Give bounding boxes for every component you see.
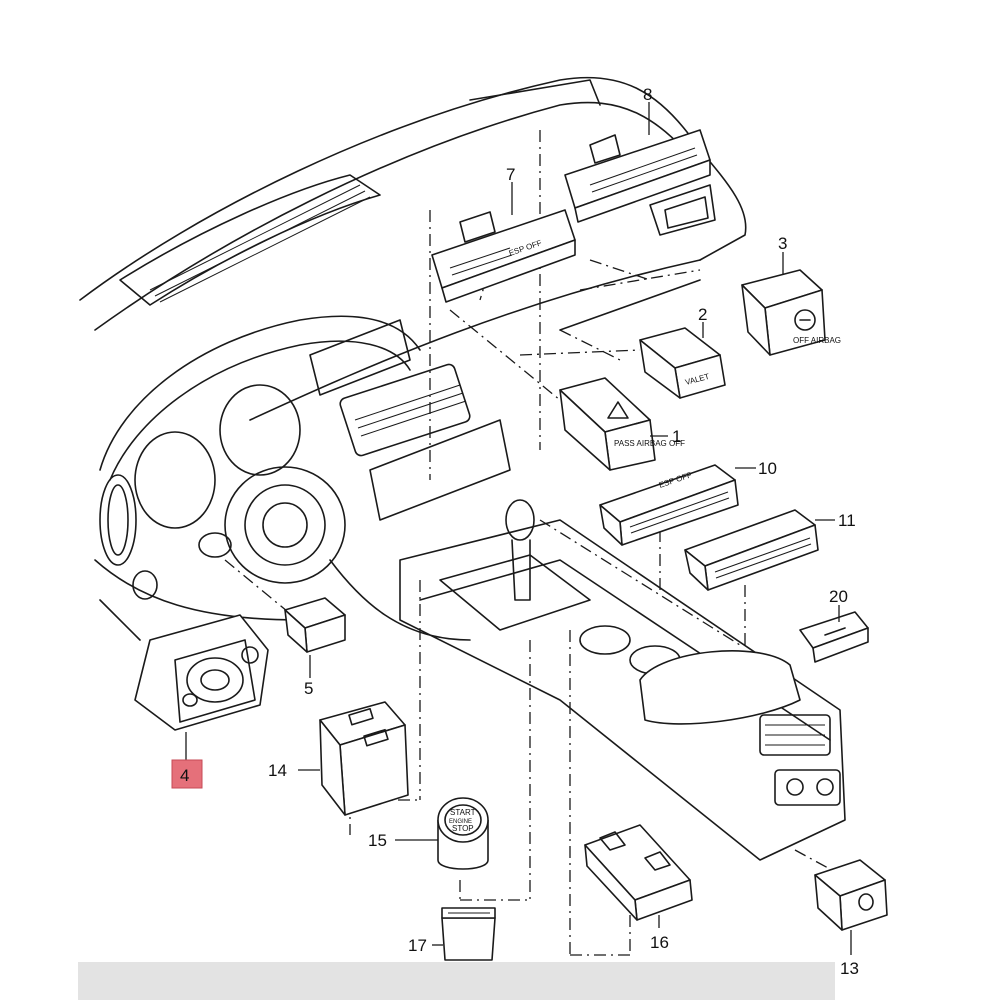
part-15-start-stop-button: START ENGINE STOP [437, 797, 489, 870]
callout-8: 8 [643, 85, 652, 104]
callout-17: 17 [408, 936, 427, 955]
part-3-airbag-switch: OFF AIRBAG [741, 269, 841, 356]
footer-bar [78, 962, 835, 1000]
callout-13: 13 [840, 959, 859, 978]
start-label: START [450, 808, 476, 817]
callouts: 8 7 3 2 1 10 11 20 5 4 14 15 16 17 13 [171, 85, 859, 978]
part-10-switch-panel: ESP OFF [599, 464, 739, 546]
part-13-switch [814, 859, 888, 931]
pass-airbag-off-label: PASS AIRBAG OFF [614, 439, 685, 448]
callout-20: 20 [829, 587, 848, 606]
part-5-switch [284, 597, 346, 653]
callout-14: 14 [268, 761, 287, 780]
center-console [399, 499, 846, 861]
part-17-switch [441, 907, 496, 961]
highlight-box-4 [171, 759, 203, 789]
callout-7: 7 [506, 165, 515, 184]
callout-15: 15 [368, 831, 387, 850]
dashboard-outline [79, 76, 747, 641]
part-2-valet-switch: VALET [639, 327, 726, 399]
callout-4: 4 [180, 766, 189, 785]
part-4-headlight-switch [134, 614, 269, 731]
part-20-switch [799, 611, 869, 663]
callout-10: 10 [758, 459, 777, 478]
callout-3: 3 [778, 234, 787, 253]
part-14-parking-brake-switch [319, 701, 409, 816]
part-7-switch-panel: ESP OFF [431, 209, 576, 303]
part-8-switch-panel [564, 129, 711, 223]
part-1-hazard-switch: PASS AIRBAG OFF [559, 377, 685, 471]
engine-label: ENGINE [449, 819, 472, 825]
stop-label: STOP [452, 824, 474, 833]
part-11-switch-panel [684, 509, 819, 591]
callout-5: 5 [304, 679, 313, 698]
callout-11: 11 [838, 511, 856, 530]
off-airbag-label: OFF AIRBAG [793, 336, 841, 345]
callout-1: 1 [672, 427, 681, 446]
callout-2: 2 [698, 305, 707, 324]
callout-16: 16 [650, 933, 669, 952]
part-16-window-switch [584, 824, 693, 921]
leader-lines [185, 102, 852, 955]
